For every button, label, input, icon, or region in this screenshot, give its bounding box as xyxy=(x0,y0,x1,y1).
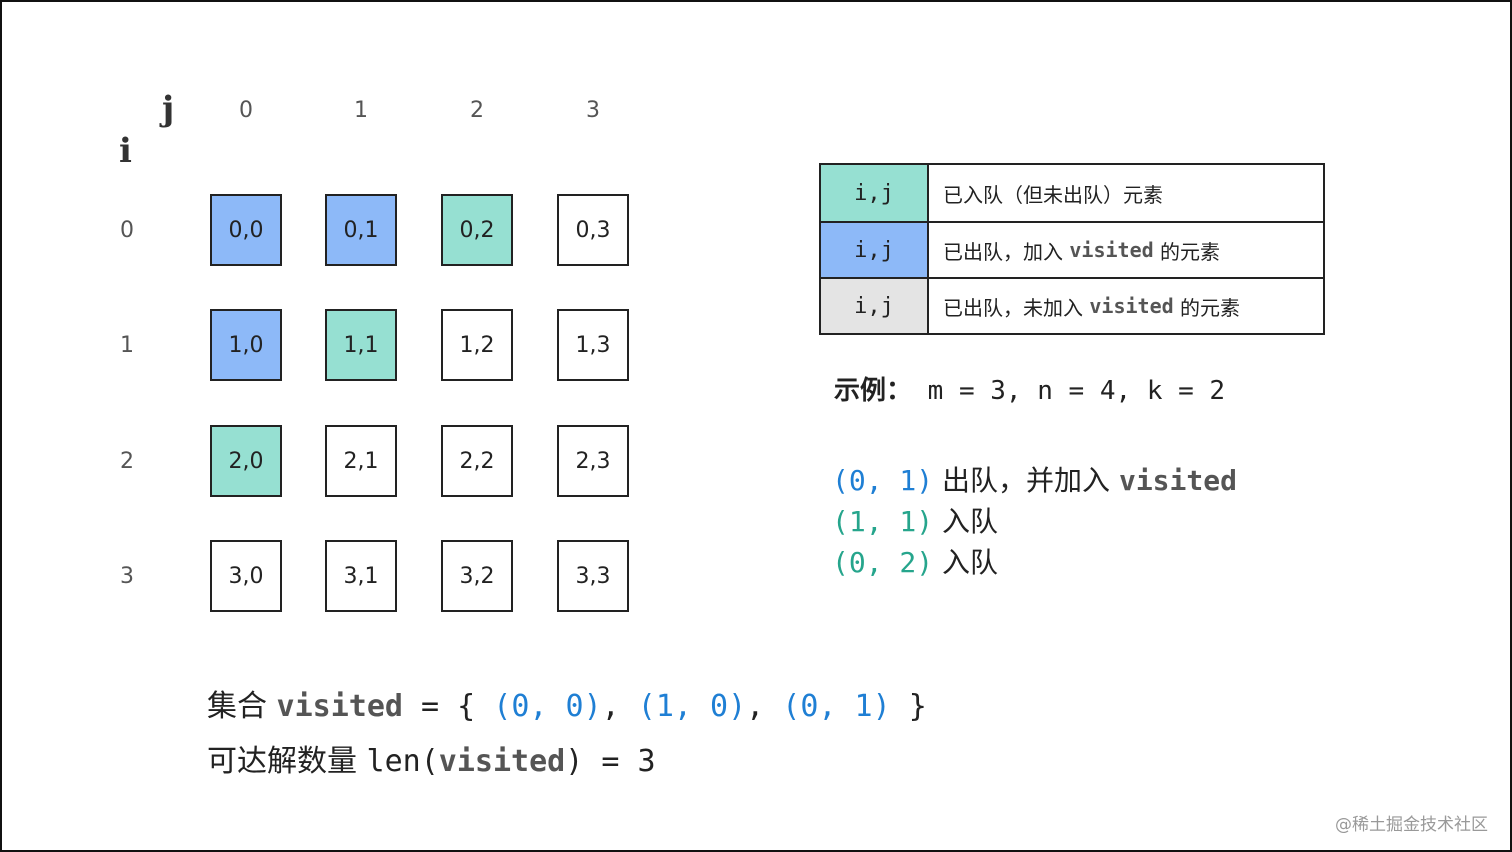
legend-queued-text: 已入队（但未出队）元素 xyxy=(943,182,1163,207)
row-index-label: 3 xyxy=(120,564,134,589)
grid-cell-3-0: 3,0 xyxy=(210,540,282,612)
set-label: 集合 xyxy=(207,689,277,724)
legend-visited-keyword: visited xyxy=(1069,238,1154,262)
legend-text-dequeued: 已出队，未加入 visited 的元素 xyxy=(929,279,1323,333)
legend: i,j 已入队（但未出队）元素 i,j 已出队，加入 visited 的元素 i… xyxy=(819,163,1325,335)
legend-visited-text-before: 已出队，加入 xyxy=(943,239,1070,264)
set-item: (0, 0) xyxy=(493,689,602,724)
legend-text-queued: 已入队（但未出队）元素 xyxy=(929,165,1323,221)
step-action: 出队，并加入 xyxy=(933,464,1119,497)
watermark: @稀土掘金技术社区 xyxy=(1335,815,1488,835)
legend-text-visited: 已出队，加入 visited 的元素 xyxy=(929,223,1323,277)
count-label: 可达解数量 xyxy=(207,744,367,779)
step-keyword: visited xyxy=(1118,464,1237,497)
legend-swatch-visited: i,j xyxy=(821,223,929,277)
legend-row-queued: i,j 已入队（但未出队）元素 xyxy=(821,165,1323,221)
step-coord: (1, 1) xyxy=(832,505,934,538)
step-line: (0, 1) 出队，并加入 visited xyxy=(832,467,1237,495)
count-fn-open: len( xyxy=(366,744,439,779)
row-index-label: 0 xyxy=(120,218,134,243)
count-fn-close: ) = 3 xyxy=(565,744,656,779)
step-action: 入队 xyxy=(933,546,999,579)
legend-swatch-queued: i,j xyxy=(821,165,929,221)
grid-cell-2-1: 2,1 xyxy=(325,425,397,497)
col-index-label: 3 xyxy=(586,98,600,123)
grid-cell-3-1: 3,1 xyxy=(325,540,397,612)
grid-cell-1-1: 1,1 xyxy=(325,309,397,381)
step-line: (1, 1) 入队 xyxy=(832,508,998,536)
grid-cell-3-2: 3,2 xyxy=(441,540,513,612)
col-axis-label: j xyxy=(162,89,175,129)
example-params: 示例： m = 3, n = 4, k = 2 xyxy=(834,370,1225,407)
grid-cell-1-3: 1,3 xyxy=(557,309,629,381)
col-index-label: 2 xyxy=(470,98,484,123)
example-label: 示例： xyxy=(834,376,913,406)
legend-dequeued-text-before: 已出队，未加入 xyxy=(943,295,1090,320)
grid-cell-0-3: 0,3 xyxy=(557,194,629,266)
grid-cell-0-2: 0,2 xyxy=(441,194,513,266)
count-line: 可达解数量 len(visited) = 3 xyxy=(207,747,656,777)
legend-swatch-dequeued: i,j xyxy=(821,279,929,333)
set-item: (0, 1) xyxy=(782,689,891,724)
step-action: 入队 xyxy=(933,505,999,538)
grid-cell-0-1: 0,1 xyxy=(325,194,397,266)
set-close: } xyxy=(890,689,927,724)
grid-cell-2-0: 2,0 xyxy=(210,425,282,497)
set-separator: , xyxy=(601,689,638,724)
grid-cell-2-2: 2,2 xyxy=(441,425,513,497)
visited-set-line: 集合 visited = { (0, 0), (1, 0), (0, 1) } xyxy=(207,692,927,722)
step-coord: (0, 2) xyxy=(832,546,934,579)
legend-row-dequeued: i,j 已出队，未加入 visited 的元素 xyxy=(821,277,1323,333)
legend-visited-text-after: 的元素 xyxy=(1153,239,1221,264)
grid-cell-1-2: 1,2 xyxy=(441,309,513,381)
grid-cell-3-3: 3,3 xyxy=(557,540,629,612)
step-line: (0, 2) 入队 xyxy=(832,549,998,577)
legend-row-visited: i,j 已出队，加入 visited 的元素 xyxy=(821,221,1323,277)
grid-cell-2-3: 2,3 xyxy=(557,425,629,497)
set-separator: , xyxy=(746,689,783,724)
row-index-label: 1 xyxy=(120,333,134,358)
set-item: (1, 0) xyxy=(637,689,747,724)
set-eq: = { xyxy=(402,689,494,724)
step-coord: (0, 1) xyxy=(832,464,934,497)
row-index-label: 2 xyxy=(120,449,134,474)
example-values: m = 3, n = 4, k = 2 xyxy=(912,376,1226,406)
set-keyword: visited xyxy=(276,689,403,724)
grid-cell-0-0: 0,0 xyxy=(210,194,282,266)
legend-dequeued-keyword: visited xyxy=(1089,294,1174,318)
grid-cell-1-0: 1,0 xyxy=(210,309,282,381)
col-index-label: 0 xyxy=(239,98,253,123)
legend-dequeued-text-after: 的元素 xyxy=(1173,295,1241,320)
row-axis-label: i xyxy=(119,131,132,171)
count-keyword: visited xyxy=(438,744,566,779)
col-index-label: 1 xyxy=(354,98,368,123)
